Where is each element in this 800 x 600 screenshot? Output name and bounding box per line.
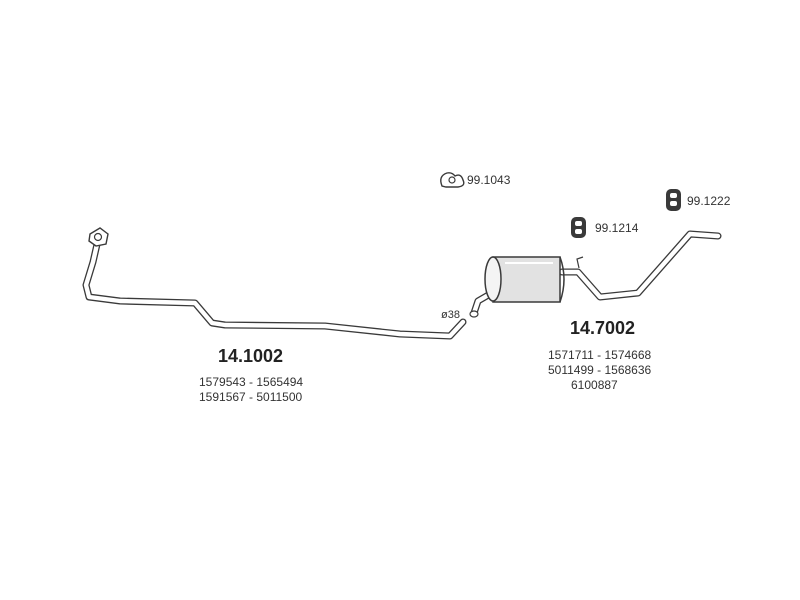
hanger-bracket xyxy=(576,256,584,269)
front-pipe-flange xyxy=(88,227,109,247)
rear-silencer-part-number: 14.7002 xyxy=(570,318,635,338)
front-pipe xyxy=(82,227,467,340)
rubber-hanger-icon xyxy=(666,189,681,211)
front-pipe-ref-line: 1591567 - 5011500 xyxy=(199,390,303,404)
clamp-part-number: 99.1043 xyxy=(467,173,511,187)
silencer-body xyxy=(484,256,565,303)
front-pipe-ref-line: 1579543 - 1565494 xyxy=(199,375,303,389)
hanger-a-part-number: 99.1214 xyxy=(595,221,639,235)
diameter-label: ø38 xyxy=(441,309,460,321)
hanger-b-part-number: 99.1222 xyxy=(687,194,731,208)
rubber-hanger-icon xyxy=(571,217,586,238)
rear-silencer-ref-line: 6100887 xyxy=(571,378,618,392)
clamp-icon xyxy=(440,172,465,188)
front-pipe-part-number: 14.1002 xyxy=(218,346,283,366)
rear-silencer-ref-line: 1571711 - 1574668 xyxy=(548,348,652,362)
rear-silencer-ref-line: 5011499 - 1568636 xyxy=(548,363,652,377)
rear-silencer-assembly xyxy=(469,230,722,318)
